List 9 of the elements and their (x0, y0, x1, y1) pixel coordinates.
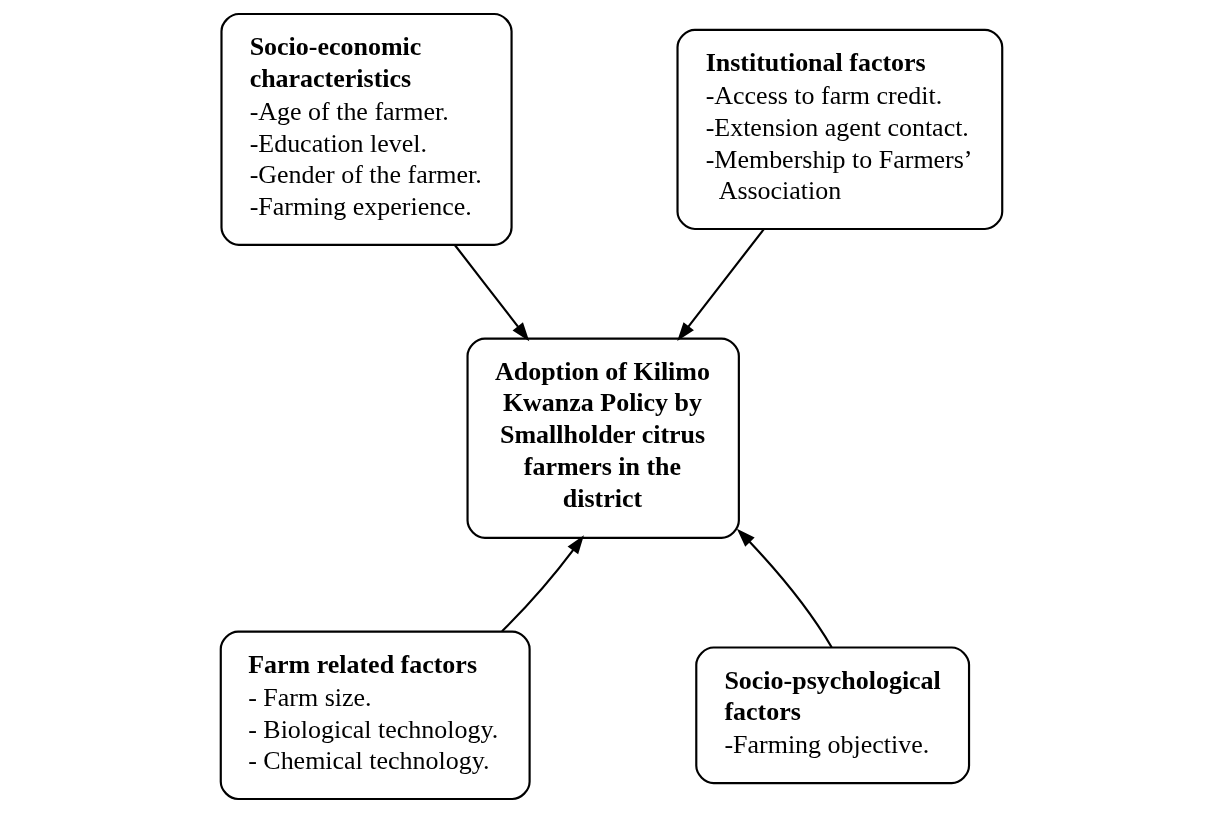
arrow (501, 535, 584, 633)
node-box: Adoption of Kilimo Kwanza Policy by Smallholder citrus farmers in the district (466, 337, 740, 539)
node-box: Institutional factors -Access to farm credit. -Extension agent contact. -Membership to Farmers’ Association (676, 28, 1004, 231)
node-box: Farm related factors - Farm size. - Biological technology. - Chemical technology. (219, 630, 531, 801)
arrow (736, 528, 833, 648)
arrow (677, 228, 765, 342)
node-box: Socio-economic characteristics -Age of the farmer. -Education level. -Gender of the farmer. -Farming experience. (220, 12, 513, 246)
node-box: Socio-psychological factors -Farming objective. (695, 646, 971, 785)
arrow (454, 244, 530, 342)
